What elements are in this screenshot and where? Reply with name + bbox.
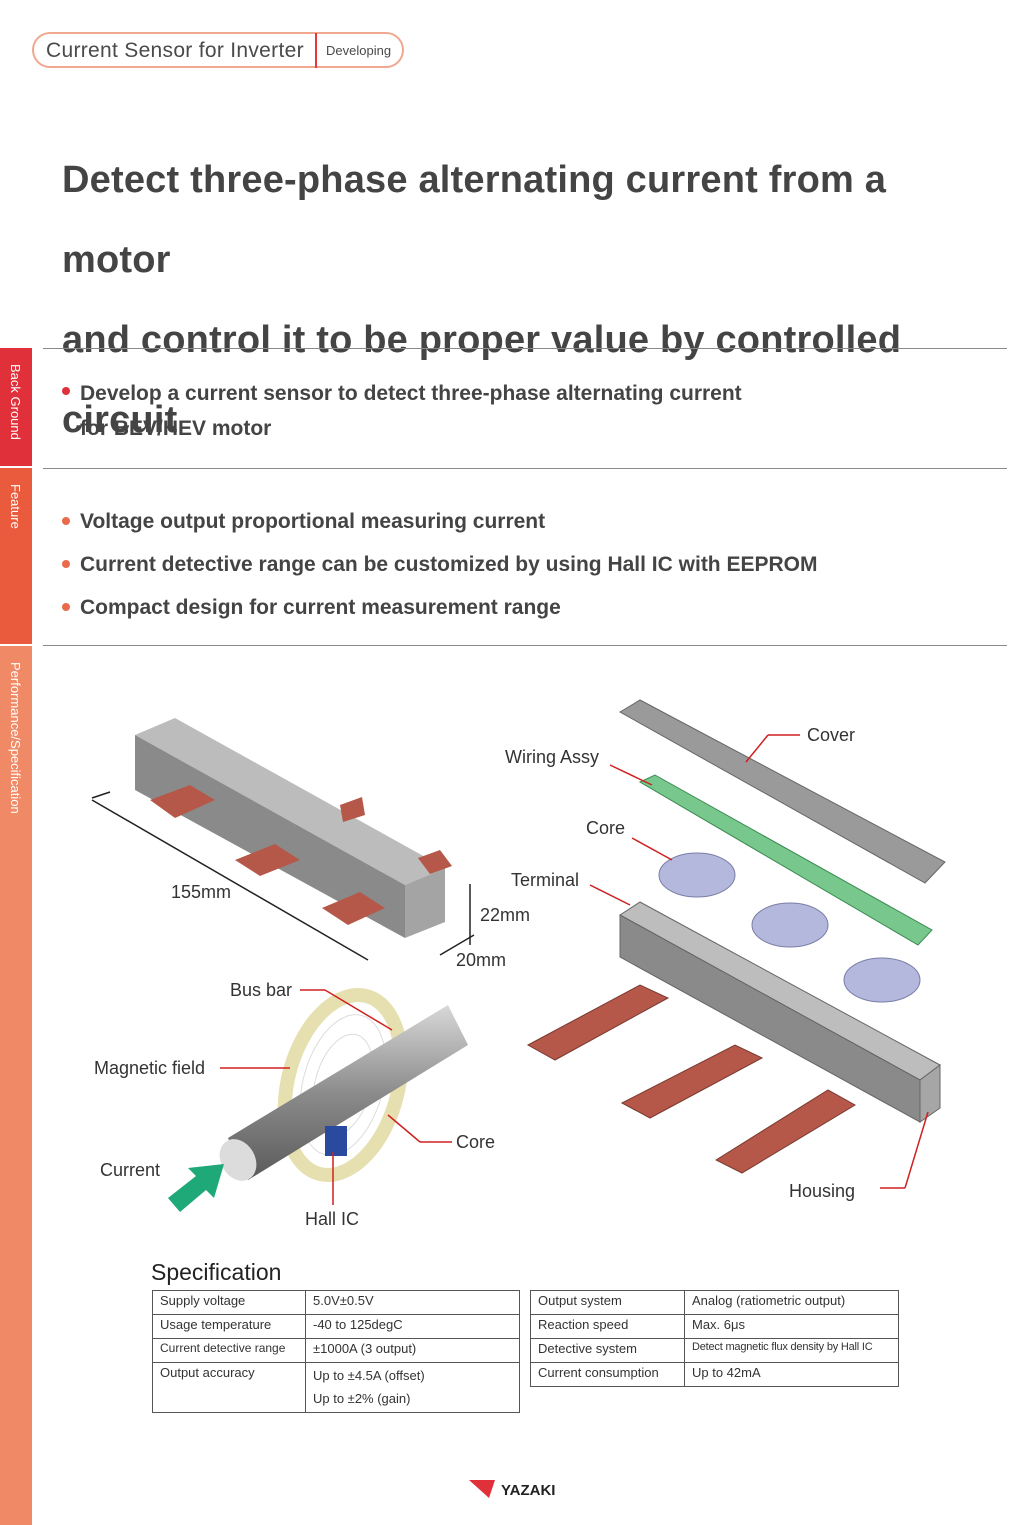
spec-key: Current detective range	[152, 1338, 306, 1363]
tab-performance-label: Performance/Specification	[8, 662, 23, 814]
header-pill	[32, 32, 404, 68]
table-row: Output system Analog (ratiometric output…	[530, 1290, 899, 1315]
headline-line-2: and control it to be proper value by con…	[62, 319, 902, 441]
exploded-view-image	[526, 699, 946, 1174]
headline: Detect three-phase alternating current f…	[62, 140, 1002, 460]
spec-value: Max. 6μs	[684, 1314, 899, 1339]
status-badge: Developing	[326, 43, 392, 58]
table-row: Current consumption Up to 42mA	[530, 1362, 899, 1387]
spec-key: Reaction speed	[530, 1314, 685, 1339]
bullet-icon	[62, 560, 70, 568]
background-list: Develop a current sensor to detect three…	[62, 376, 742, 446]
current-label: Current	[100, 1160, 160, 1180]
core-label-right: Core	[586, 818, 625, 838]
tab-background: Back Ground	[0, 348, 32, 466]
bullet-icon	[62, 517, 70, 525]
spec-value: Detect magnetic flux density by Hall IC	[684, 1338, 899, 1363]
table-row: Supply voltage 5.0V±0.5V	[152, 1290, 520, 1315]
core-label-left: Core	[456, 1132, 495, 1152]
bullet-icon	[62, 387, 70, 395]
tab-performance: Performance/Specification	[0, 646, 32, 1525]
spec-value: 5.0V±0.5V	[305, 1290, 520, 1315]
spec-key: Output system	[530, 1290, 685, 1315]
yazaki-logo-icon: YAZAKI	[469, 1480, 555, 1499]
hall-ic-label: Hall IC	[305, 1209, 359, 1229]
dim-length-label: 155mm	[171, 882, 231, 902]
spec-key-text: Output accuracy	[160, 1365, 255, 1380]
header-separator	[315, 33, 317, 68]
housing-label: Housing	[789, 1181, 855, 1201]
busbar-label: Bus bar	[230, 980, 292, 1000]
spec-value-line: Up to ±4.5A (offset)	[313, 1368, 425, 1383]
spec-key: Usage temperature	[152, 1314, 306, 1339]
spec-table-right: Output system Analog (ratiometric output…	[530, 1290, 899, 1387]
spec-key: Current consumption	[530, 1362, 685, 1387]
yazaki-logo: YAZAKI	[469, 1478, 581, 1505]
spec-value: Up to 42mA	[684, 1362, 899, 1387]
magnetic-field-label: Magnetic field	[94, 1058, 205, 1078]
table-row: Current detective range ±1000A (3 output…	[152, 1338, 520, 1363]
background-text-1: Develop a current sensor to detect three…	[80, 382, 742, 405]
list-item: Develop a current sensor to detect three…	[62, 376, 742, 446]
busbar-core-image	[168, 988, 468, 1212]
divider	[43, 645, 1007, 646]
tab-feature-label: Feature	[8, 484, 23, 529]
spec-title: Specification	[151, 1259, 282, 1285]
feature-text: Voltage output proportional measuring cu…	[80, 510, 546, 533]
list-item: Compact design for current measurement r…	[62, 586, 817, 629]
table-row: Detective system Detect magnetic flux de…	[530, 1338, 899, 1363]
spec-value: -40 to 125degC	[305, 1314, 520, 1339]
list-item: Current detective range can be customize…	[62, 543, 817, 586]
divider	[43, 348, 1007, 349]
spec-key: Supply voltage	[152, 1290, 306, 1315]
divider	[43, 468, 1007, 469]
bullet-icon	[62, 603, 70, 611]
spec-table-left: Supply voltage 5.0V±0.5V Usage temperatu…	[152, 1290, 520, 1413]
wiring-assy-label: Wiring Assy	[505, 747, 599, 767]
spec-key: Detective system	[530, 1338, 685, 1363]
spec-value-line: Up to ±2% (gain)	[313, 1391, 411, 1406]
spec-value: Up to ±4.5A (offset) Up to ±2% (gain)	[305, 1362, 520, 1413]
tab-background-label: Back Ground	[8, 364, 23, 440]
tab-feature: Feature	[0, 468, 32, 644]
document-title: Current Sensor for Inverter	[46, 39, 304, 62]
feature-list: Voltage output proportional measuring cu…	[62, 500, 817, 629]
dim-depth-label: 20mm	[456, 950, 506, 970]
feature-text: Current detective range can be customize…	[80, 553, 818, 576]
sensor-assembly-image	[135, 718, 452, 938]
product-figure: 155mm 22mm 20mm Bus bar Magnetic field C…	[91, 699, 946, 1229]
background-text-2: for BEV/HEV motor	[80, 417, 272, 440]
terminal-label: Terminal	[511, 870, 579, 890]
table-row: Reaction speed Max. 6μs	[530, 1314, 899, 1339]
logo-text: YAZAKI	[501, 1482, 555, 1499]
list-item: Voltage output proportional measuring cu…	[62, 500, 817, 543]
table-row: Usage temperature -40 to 125degC	[152, 1314, 520, 1339]
headline-line-1: Detect three-phase alternating current f…	[62, 159, 887, 281]
cover-label: Cover	[807, 725, 855, 745]
spec-value: Analog (ratiometric output)	[684, 1290, 899, 1315]
spec-key: Output accuracy	[152, 1362, 306, 1413]
spec-value: ±1000A (3 output)	[305, 1338, 520, 1363]
table-row: Output accuracy Up to ±4.5A (offset) Up …	[152, 1362, 520, 1413]
dim-height-label: 22mm	[480, 905, 530, 925]
feature-text: Compact design for current measurement r…	[80, 596, 561, 619]
